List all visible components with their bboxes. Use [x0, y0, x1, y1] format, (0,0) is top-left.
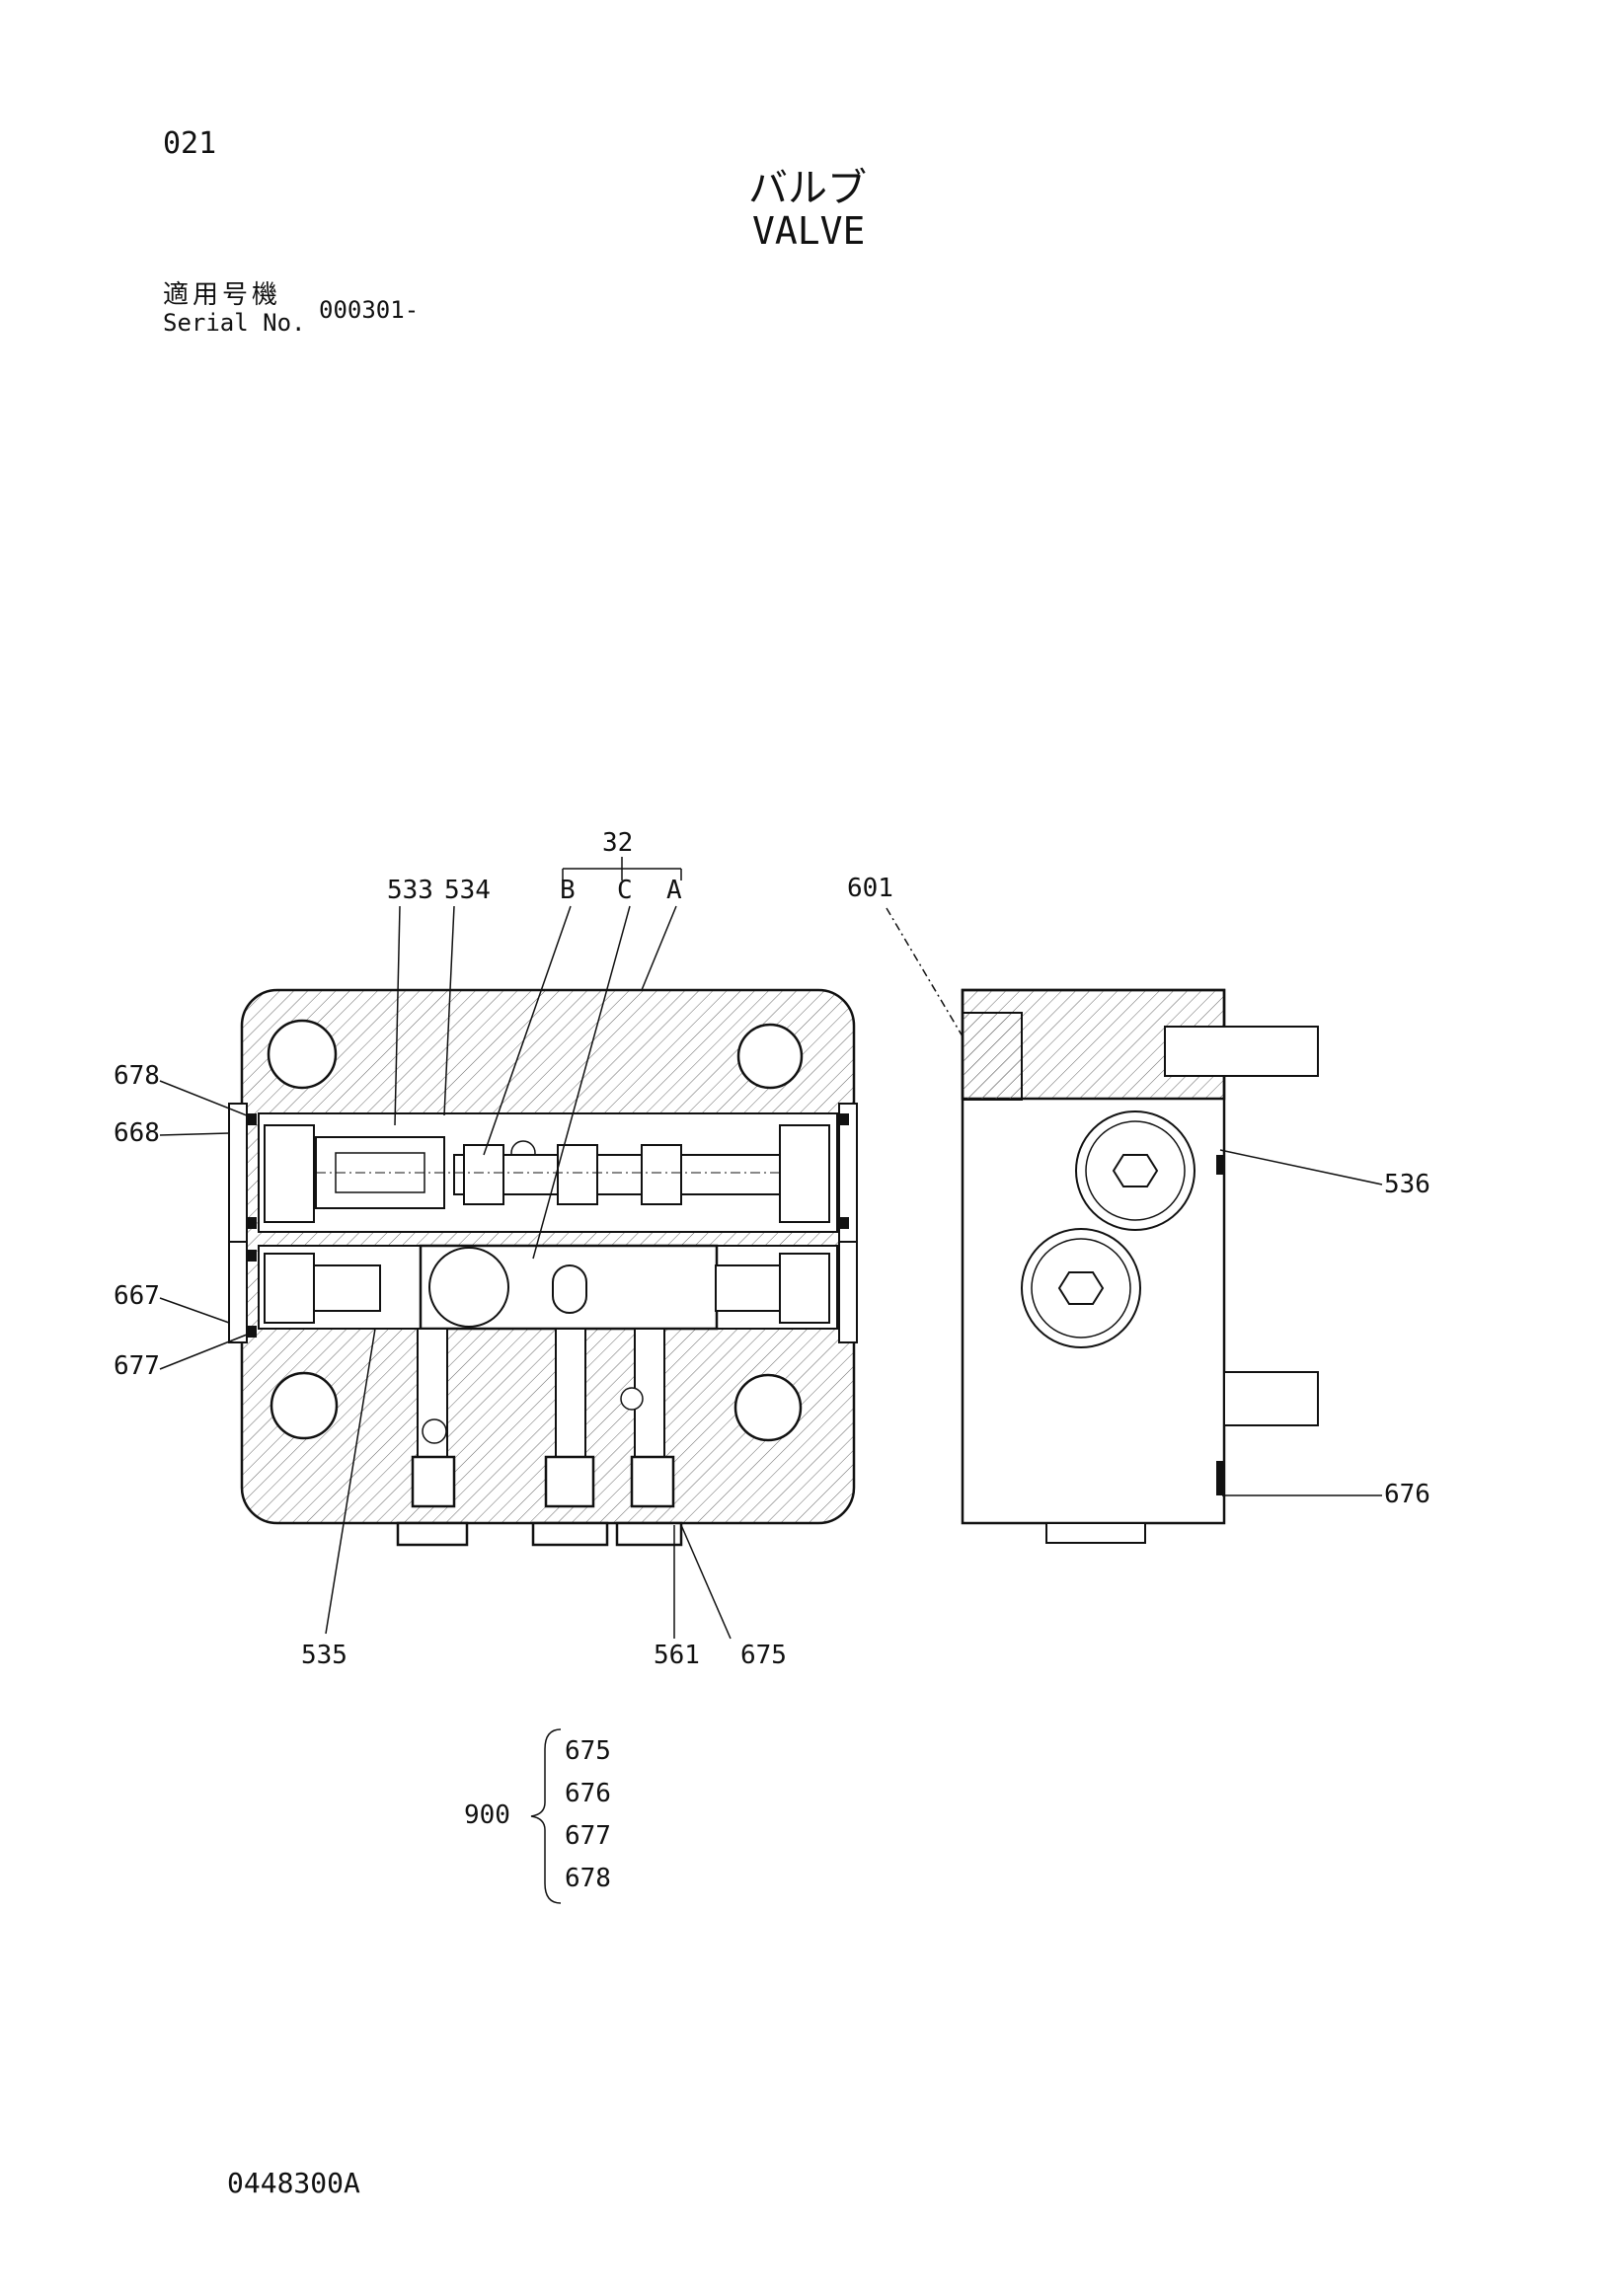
leader-533 [394, 905, 401, 1126]
kit-item-675: 675 [565, 1736, 611, 1766]
leader-667 [159, 1297, 230, 1324]
serial-number-value: 000301- [319, 296, 420, 324]
kit-label-900: 900 [464, 1800, 510, 1830]
callout-668: 668 [114, 1118, 160, 1148]
callout-533: 533 [387, 876, 433, 905]
kit-item-677: 677 [565, 1821, 611, 1851]
serial-label-english: Serial No. [163, 309, 306, 337]
leader-B [483, 905, 572, 1156]
callout-32: 32 [602, 828, 633, 858]
leader-536 [1219, 1149, 1383, 1186]
page-number: 021 [163, 126, 217, 161]
callout-667: 667 [114, 1281, 160, 1311]
leader-A [641, 905, 677, 991]
serial-label-japanese: 適用号機 [163, 280, 282, 310]
callout-677: 677 [114, 1351, 160, 1381]
callout-A: A [666, 876, 682, 905]
callout-561: 561 [654, 1641, 700, 1670]
leader-C [532, 905, 631, 1260]
leader-534 [443, 905, 455, 1116]
leader-601 [886, 907, 964, 1037]
valve-side-view [961, 988, 1319, 1544]
title-japanese: バルブ [748, 166, 867, 211]
leader-lines [159, 857, 1383, 1640]
callout-675: 675 [740, 1641, 787, 1670]
leader-535 [325, 1328, 376, 1635]
kit-item-676: 676 [565, 1779, 611, 1808]
callout-B: B [560, 876, 576, 905]
document-number: 0448300A [227, 2167, 360, 2199]
callout-534: 534 [444, 876, 491, 905]
kit-brace [530, 1728, 562, 1904]
callout-676: 676 [1384, 1480, 1430, 1509]
leader-668 [159, 1132, 230, 1136]
title-english: VALVE [752, 209, 866, 253]
callout-C: C [617, 876, 633, 905]
callout-601: 601 [847, 874, 893, 903]
leader-675 [680, 1524, 732, 1640]
valve-front-section-view [228, 988, 858, 1547]
callout-678: 678 [114, 1061, 160, 1091]
leader-677 [159, 1334, 248, 1370]
callout-536: 536 [1384, 1170, 1430, 1199]
callout-535: 535 [301, 1641, 347, 1670]
kit-item-678: 678 [565, 1864, 611, 1893]
leader-678 [159, 1080, 253, 1118]
